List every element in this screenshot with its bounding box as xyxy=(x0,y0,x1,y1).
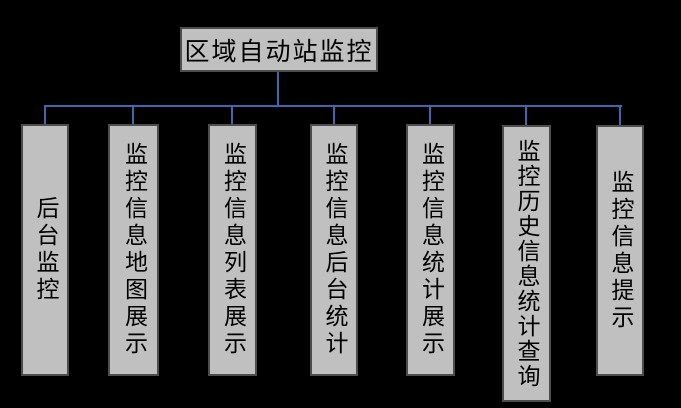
node-root-label: 区域自动站监控 xyxy=(184,38,374,66)
connector-drop-backend-statistics xyxy=(333,105,335,125)
connector-drop-list-display xyxy=(231,105,233,125)
node-backend-statistics: 监控信息后台统计 xyxy=(310,124,358,376)
connector-drop-backend-monitoring xyxy=(44,105,46,125)
node-backend-monitoring-label: 后台监控 xyxy=(33,196,58,304)
node-history-statistics-query: 监控历史信息统计查询 xyxy=(502,125,551,402)
connector-drop-history-statistics-query xyxy=(525,105,527,125)
node-backend-statistics-label: 监控信息后台统计 xyxy=(322,142,347,358)
connector-root-stem xyxy=(277,72,279,106)
connector-drop-map-display xyxy=(132,105,134,125)
node-backend-monitoring: 后台监控 xyxy=(21,124,69,376)
node-info-alert: 监控信息提示 xyxy=(596,125,644,376)
connector-drop-statistics-display xyxy=(429,105,431,125)
node-map-display-label: 监控信息地图展示 xyxy=(121,142,147,358)
node-list-display-label: 监控信息列表展示 xyxy=(220,142,246,358)
node-statistics-display-label: 监控信息统计展示 xyxy=(418,142,444,358)
connector-drop-info-alert xyxy=(619,105,621,125)
node-map-display: 监控信息地图展示 xyxy=(108,124,159,376)
node-list-display: 监控信息列表展示 xyxy=(208,124,257,376)
node-info-alert-label: 监控信息提示 xyxy=(608,169,633,332)
node-statistics-display: 监控信息统计展示 xyxy=(406,124,455,376)
node-history-statistics-query-label: 监控历史信息统计查询 xyxy=(514,138,539,389)
node-root: 区域自动站监控 xyxy=(180,27,378,72)
